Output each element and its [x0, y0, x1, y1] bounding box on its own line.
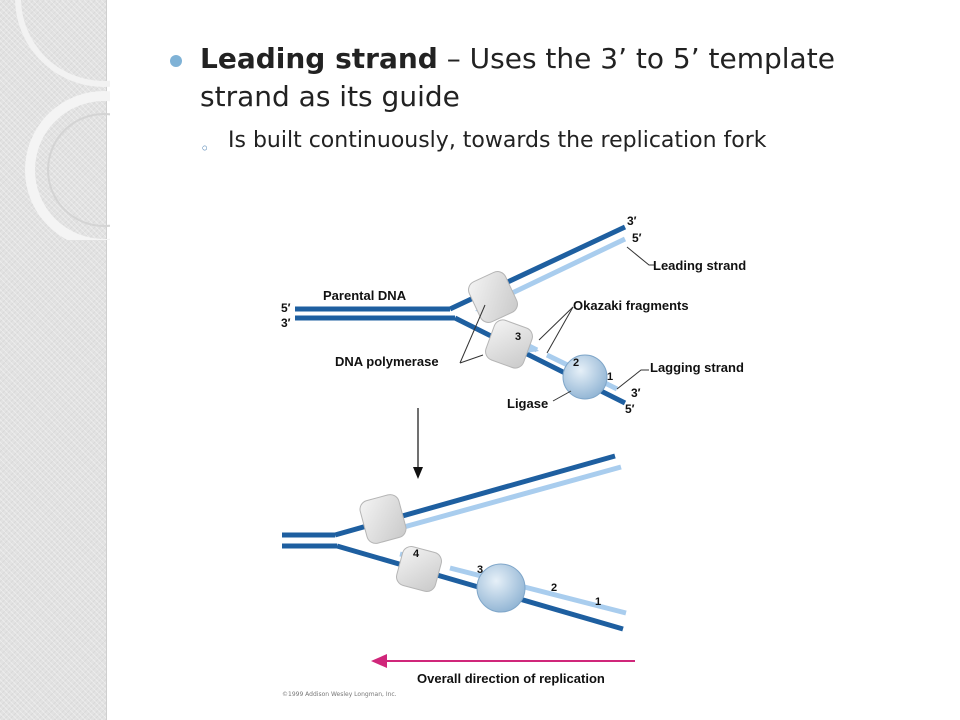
- sub-bullet-text: Is built continuously, towards the repli…: [228, 128, 767, 153]
- label-ligase: Ligase: [507, 396, 548, 411]
- copyright-notice: ©1999 Addison Wesley Longman, Inc.: [282, 691, 397, 698]
- bottom-number-1: 1: [595, 596, 601, 608]
- term-leading-strand: Leading strand: [200, 42, 438, 75]
- ligase-icon: [562, 354, 608, 400]
- bullet-list: Leading strand – Uses the 3’ to 5’ templ…: [170, 40, 930, 158]
- bottom-ligase-icon: [476, 563, 526, 613]
- sub-bullet-continuous: ◦ Is built continuously, towards the rep…: [200, 126, 930, 158]
- label-leading-strand: Leading strand: [653, 258, 746, 273]
- bottom-number-2: 2: [551, 582, 557, 594]
- label-parental-dna: Parental DNA: [323, 288, 407, 303]
- top-fork: 3 2 1 3′ 5′ 5′ 3′ 3′ 5′ Leading strand P…: [281, 214, 746, 416]
- label-3prime-left: 3′: [281, 316, 291, 330]
- callout-lines: [459, 246, 655, 402]
- label-overall-direction: Overall direction of replication: [417, 671, 605, 686]
- bullet-dot-icon: [170, 55, 182, 67]
- fragment-number-3: 3: [515, 331, 521, 343]
- label-dna-polymerase: DNA polymerase: [335, 354, 439, 369]
- bullet-text: – Uses the 3’ to 5’ template strand as i…: [200, 42, 835, 113]
- bottom-joined-fragments: [449, 565, 627, 616]
- bottom-number-4: 4: [413, 548, 420, 560]
- bottom-fork: 4 3 2 1: [282, 453, 627, 632]
- overall-direction-arrowhead: [371, 654, 387, 668]
- label-3prime-bottom: 3′: [631, 386, 641, 400]
- step-arrow-head: [413, 467, 423, 479]
- bottom-number-3: 3: [477, 564, 483, 576]
- dna-polymerase-leading: [468, 271, 518, 323]
- label-5prime-left: 5′: [281, 301, 291, 315]
- replication-fork-diagram: 3 2 1 3′ 5′ 5′ 3′ 3′ 5′ Leading strand P…: [281, 214, 746, 686]
- bullet-leading-strand: Leading strand – Uses the 3’ to 5’ templ…: [170, 40, 930, 116]
- decorative-rings: [15, 0, 110, 240]
- label-okazaki-fragments: Okazaki fragments: [573, 298, 689, 313]
- bottom-leading-new: [374, 464, 622, 538]
- fragment-number-2: 2: [573, 357, 579, 369]
- label-3prime-top: 3′: [627, 214, 637, 228]
- bottom-polymerase-lagging: [396, 546, 442, 592]
- dna-polymerase-lagging: [485, 319, 533, 369]
- label-5prime-top: 5′: [632, 231, 642, 245]
- label-lagging-strand: Lagging strand: [650, 360, 744, 375]
- label-5prime-bottom: 5′: [625, 402, 635, 416]
- fragment-number-1: 1: [607, 371, 613, 383]
- bottom-polymerase-leading: [359, 494, 407, 544]
- sub-bullet-ring-icon: ◦: [200, 139, 210, 158]
